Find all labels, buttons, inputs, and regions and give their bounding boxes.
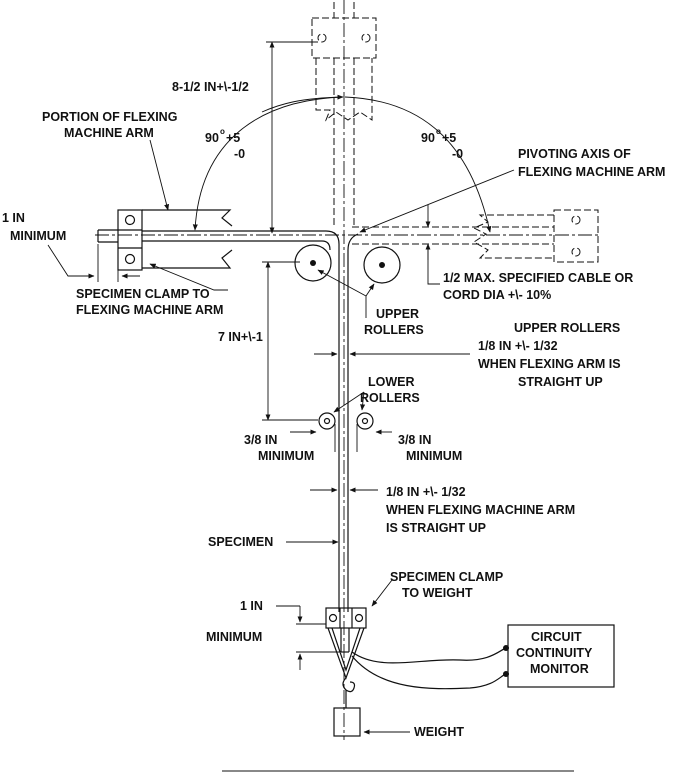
lower-roller-left (318, 412, 336, 430)
label-angle-right: 90 (421, 131, 435, 145)
label-portion-arm-1: PORTION OF FLEXING (42, 110, 177, 124)
lower-roller-right (356, 412, 374, 430)
arm-vertical-position (311, 2, 377, 228)
label-circuit-3: MONITOR (530, 662, 589, 676)
label-portion-arm-2: MACHINE ARM (64, 126, 154, 140)
label-lower-rollers-1: LOWER (368, 375, 415, 389)
dim-half-max (425, 205, 440, 285)
upper-roller-right (363, 246, 401, 284)
label-upper-gap-1: UPPER ROLLERS (514, 321, 620, 335)
label-circuit-1: CIRCUIT (531, 630, 582, 644)
label-bottom-min: MINIMUM (206, 630, 262, 644)
dim-seven-in (262, 261, 318, 421)
label-angle-right-plus: +5 (442, 131, 456, 145)
label-half-max-1: 1/2 MAX. SPECIFIED CABLE OR (443, 271, 633, 285)
label-clamp-arm-1: SPECIMEN CLAMP TO (76, 287, 210, 301)
label-angle-right-minus: -0 (452, 147, 463, 161)
label-one-in-min: MINIMUM (10, 229, 66, 243)
label-angle-left-plus: +5 (226, 131, 240, 145)
label-circuit-2: CONTINUITY (516, 646, 593, 660)
label-lower-rollers-2: ROLLERS (360, 391, 420, 405)
label-arm-length: 8-1/2 IN+\-1/2 (172, 80, 249, 94)
label-lower-gap-3: IS STRAIGHT UP (386, 521, 486, 535)
label-clamp-weight-1: SPECIMEN CLAMP (390, 570, 503, 584)
specimen-cable (142, 230, 359, 612)
dim-one-inch-top (47, 244, 140, 282)
label-specimen: SPECIMEN (208, 535, 273, 549)
label-weight: WEIGHT (414, 725, 464, 739)
specimen-clamp-to-weight (325, 607, 367, 693)
label-one-in: 1 IN (2, 211, 25, 225)
angle-arc-right (344, 96, 492, 233)
label-upper-gap-3: WHEN FLEXING ARM IS (478, 357, 621, 371)
label-lower-gap-1: 1/8 IN +\- 1/32 (386, 485, 466, 499)
angle-arc-left (192, 96, 344, 231)
label-three-eighth-left-1: 3/8 IN (244, 433, 277, 447)
flexing-machine-arm (97, 209, 233, 271)
weight-block (333, 690, 361, 737)
label-pivot-2: FLEXING MACHINE ARM (518, 165, 665, 179)
arm-right-position (352, 209, 599, 263)
label-pivot-1: PIVOTING AXIS OF (518, 147, 631, 161)
label-upper-gap-4: STRAIGHT UP (518, 375, 603, 389)
label-clamp-weight-2: TO WEIGHT (402, 586, 473, 600)
label-upper-rollers-2: ROLLERS (364, 323, 424, 337)
label-seven-in: 7 IN+\-1 (218, 330, 263, 344)
label-half-max-2: CORD DIA +\- 10% (443, 288, 551, 302)
label-upper-rollers-1: UPPER (376, 307, 419, 321)
label-lower-gap-2: WHEN FLEXING MACHINE ARM (386, 503, 575, 517)
label-three-eighth-right-1: 3/8 IN (398, 433, 431, 447)
label-bottom-one-in: 1 IN (240, 599, 263, 613)
label-upper-gap-2: 1/8 IN +\- 1/32 (478, 339, 558, 353)
label-three-eighth-right-2: MINIMUM (406, 449, 462, 463)
label-angle-right-deg: o (436, 127, 441, 136)
label-clamp-arm-2: FLEXING MACHINE ARM (76, 303, 223, 317)
circuit-monitor-box (351, 624, 615, 690)
label-angle-left-deg: o (220, 127, 225, 136)
label-angle-left: 90 (205, 131, 219, 145)
label-three-eighth-left-2: MINIMUM (258, 449, 314, 463)
label-angle-left-minus: -0 (234, 147, 245, 161)
upper-roller-left (294, 244, 332, 282)
dim-arm-length (266, 41, 318, 234)
